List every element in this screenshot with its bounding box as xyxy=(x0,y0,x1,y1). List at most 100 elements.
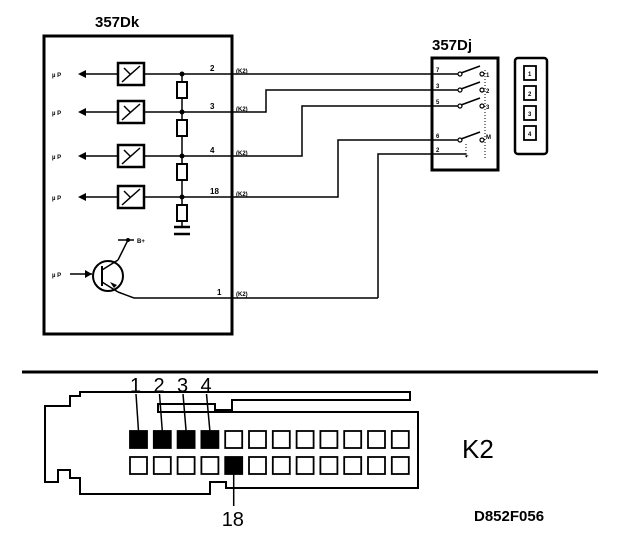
connector-pin-empty xyxy=(248,430,267,449)
wire-pin-1-to-switch xyxy=(377,153,432,298)
connector-pin-empty xyxy=(271,430,291,449)
mu-label: µ P xyxy=(52,73,61,79)
supply-label: B+ xyxy=(137,239,145,245)
connector-pin-empty xyxy=(224,430,244,449)
harness-wires xyxy=(232,73,432,298)
arrow-icon xyxy=(78,193,86,201)
connector-pin-empty xyxy=(271,456,291,475)
switch-pin-label: 6 xyxy=(436,134,440,140)
mu-label: µ P xyxy=(52,111,61,117)
switch-pin-3: 3 xyxy=(432,81,485,93)
pin-label-1: 1 xyxy=(217,288,222,297)
k2-tag-1: (K2) xyxy=(236,292,248,298)
connector-pin-empty xyxy=(343,456,363,475)
connector-pin-empty xyxy=(152,456,172,475)
connector-pin-empty xyxy=(295,430,315,449)
connector-top-label: 1 xyxy=(130,375,141,397)
leader-line xyxy=(135,393,140,432)
switch-plus: + xyxy=(465,154,469,160)
arrow-icon xyxy=(78,70,86,78)
switch-title: 357Dj xyxy=(432,37,472,54)
connector-pin-empty xyxy=(248,456,267,475)
mu-label: µ P xyxy=(52,155,61,161)
k2-tag: (K2) xyxy=(236,151,248,157)
switch-position-label: 2 xyxy=(486,89,490,95)
connector-pin-used xyxy=(200,430,220,449)
connector-pin-empty xyxy=(295,456,315,475)
ecu-channel-4: µ P4(K2) xyxy=(52,143,248,197)
ecu-box xyxy=(42,34,234,336)
resistor-icon xyxy=(176,204,188,222)
connector-pin-used xyxy=(224,456,244,475)
leader-line xyxy=(205,393,211,432)
ecu-channels: µ P2(K2)µ P3(K2)µ P4(K2)µ P18(K2) xyxy=(52,61,248,236)
connector-bottom-label: 18 xyxy=(222,509,244,531)
connector-outline xyxy=(44,391,419,495)
ecu-channel-2: µ P 2 (K2) xyxy=(52,61,248,112)
connector-pin-empty xyxy=(390,430,410,449)
connector-pin-used xyxy=(129,430,148,449)
switch-pin-label: 7 xyxy=(436,68,440,74)
gear-cell-2: 2 xyxy=(523,85,537,101)
ecu-channel-18: µ P 18 (K2) xyxy=(52,184,248,229)
switch-pin-6: 6 xyxy=(432,131,485,143)
connector-top-label: 2 xyxy=(154,375,165,397)
wire-pin-18 xyxy=(232,139,432,198)
connector-top-label: 4 xyxy=(201,375,212,397)
ecu-title: 357Dk xyxy=(95,14,140,31)
pin-label: 2 xyxy=(210,64,215,73)
ecu-357dk: 357Dk µ P2(K2)µ P3(K2)µ P4(K2)µ P18(K2) … xyxy=(42,14,378,336)
arrow-icon xyxy=(78,108,86,116)
connector-pin-empty xyxy=(200,456,220,475)
gear-cell-label: 3 xyxy=(528,112,532,118)
wire-pin-4 xyxy=(232,105,432,157)
connector-pin-empty xyxy=(176,456,196,475)
gear-indicator: 1 2 3 4 xyxy=(513,56,549,156)
resistor-icon xyxy=(176,81,188,99)
switch-pin-label: 3 xyxy=(436,84,440,90)
resistor-icon xyxy=(176,119,188,137)
switch-box xyxy=(430,56,500,172)
k2-tag: (K2) xyxy=(236,192,248,198)
connector-pin-empty xyxy=(343,430,363,449)
resistor-icon xyxy=(176,163,188,181)
gear-cell-3: 3 xyxy=(523,105,537,121)
connector-name: K2 xyxy=(462,434,494,464)
mu-label-transistor: µ P xyxy=(52,273,61,279)
pin-label: 3 xyxy=(210,102,215,111)
gear-cell-label: 4 xyxy=(528,132,532,138)
switch-pin-7: 7 xyxy=(432,65,485,77)
connector-pins xyxy=(129,430,410,475)
connector-pin-empty xyxy=(319,430,339,449)
gear-indicator-frame xyxy=(513,56,549,156)
gear-cell-label: 1 xyxy=(528,72,532,78)
switch-position-label: 1 xyxy=(486,73,490,79)
connector-pin-empty xyxy=(129,456,148,475)
switch-pin-5: 5 xyxy=(432,97,485,109)
pin-label: 18 xyxy=(210,187,219,196)
gear-cell-label: 2 xyxy=(528,92,532,98)
transistor-stage: µ P B+ 1 (K2) xyxy=(52,238,378,299)
connector-pin-empty xyxy=(319,456,339,475)
connector-pin-empty xyxy=(367,430,386,449)
ecu-channel-3: µ P 3 (K2) xyxy=(52,99,248,156)
connector-pin-empty xyxy=(367,456,386,475)
connector-top-label: 3 xyxy=(177,375,188,397)
transistor-symbol xyxy=(92,260,124,292)
connector-pin-empty xyxy=(390,456,410,475)
leader-line xyxy=(158,393,164,432)
connector-pin-used xyxy=(152,430,172,449)
switch-position-label: 3 xyxy=(486,105,490,111)
switch-pin-2: 2 xyxy=(432,148,466,155)
mu-label: µ P xyxy=(52,196,61,202)
k2-tag: (K2) xyxy=(236,107,248,113)
gear-cell-4: 4 xyxy=(523,125,537,141)
figure-code: D852F056 xyxy=(474,508,544,525)
switch-pin-label: 2 xyxy=(436,148,440,154)
gear-cell-1: 1 xyxy=(523,65,537,81)
connector-pin-used xyxy=(176,430,196,449)
switch-position-label: M xyxy=(486,135,491,141)
